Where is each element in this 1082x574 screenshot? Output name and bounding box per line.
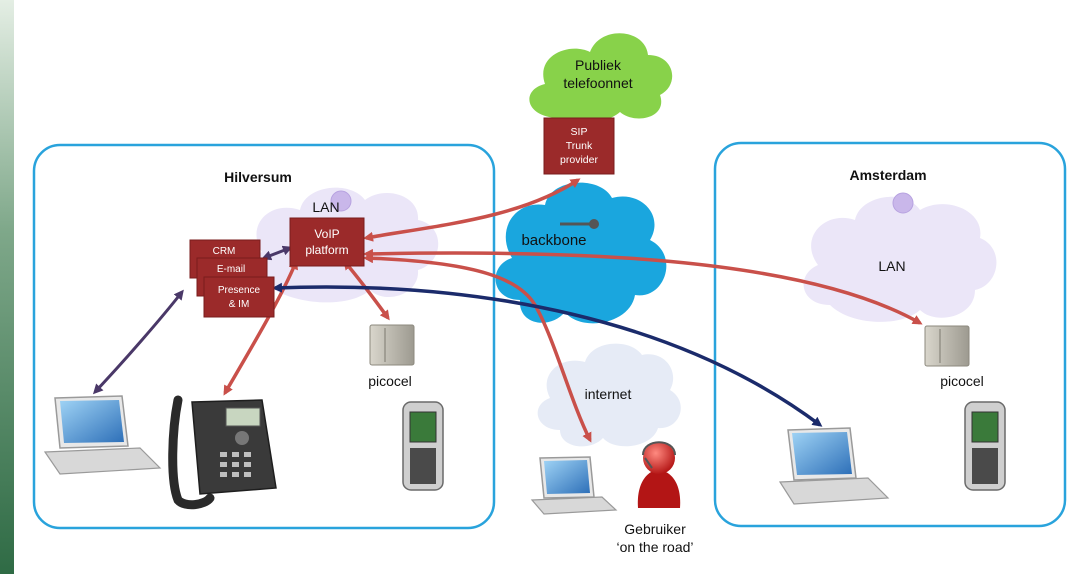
link-presence-amsterdam-laptop [272,282,823,427]
svg-text:SIP: SIP [571,126,588,138]
svg-text:& IM: & IM [229,299,250,310]
svg-text:E-mail: E-mail [217,264,245,275]
roaming-user-label-line1: Gebruiker [624,521,686,537]
svg-text:platform: platform [305,243,348,257]
hilversum-lan-dot [330,190,352,212]
svg-text:provider: provider [560,154,598,166]
roaming-user-icon [637,441,681,508]
roaming-user-label-line2: ‘on the road’ [616,539,693,555]
amsterdam-picocel-icon [924,325,970,367]
amsterdam-title: Amsterdam [849,167,926,183]
backbone-label: backbone [521,232,586,249]
amsterdam-picocel-label: picocel [940,373,984,389]
svg-text:CRM: CRM [213,246,236,257]
svg-text:Trunk: Trunk [566,140,593,152]
amsterdam-lan-label: LAN [878,258,905,274]
svg-text:VoIP: VoIP [314,227,339,241]
pstn-label-line1: Publiek [575,57,622,73]
link-voip-desk-phone [223,259,298,396]
pstn-label-line2: telefoonnet [563,75,632,91]
roaming-laptop-icon [530,456,618,515]
svg-text:Presence: Presence [218,285,261,296]
hilversum-picocel-label: picocel [368,373,412,389]
amsterdam-cordless-phone-icon [964,401,1006,491]
hilversum-title: Hilversum [224,169,292,185]
presence-im-box: Presence & IM [203,276,275,318]
pstn-cloud [529,33,673,123]
link-voip-sip [363,178,581,242]
side-gradient-strip [0,0,14,574]
amsterdam-laptop-icon [778,427,890,505]
link-voip-apps [261,245,293,261]
hilversum-picocel-icon [369,324,415,366]
sip-trunk-box: SIP Trunk provider [543,117,615,175]
link-apps-laptop [92,289,184,395]
link-voip-amsterdam-picocel [363,248,923,325]
hilversum-cordless-phone-icon [402,401,444,491]
amsterdam-lan-dot [892,192,914,214]
laptop-icon [43,395,162,475]
desk-phone-icon [168,395,277,510]
voip-platform-box: VoIP platform [289,217,365,267]
internet-label: internet [585,386,632,402]
hilversum-lan-label: LAN [312,199,339,215]
